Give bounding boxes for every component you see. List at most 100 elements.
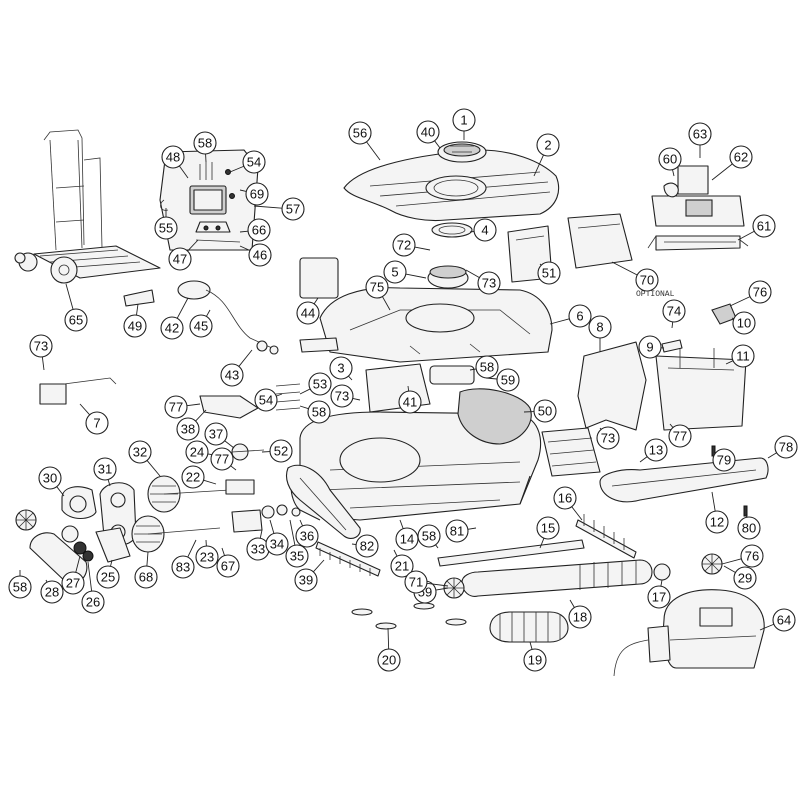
- callout-number: 10: [737, 316, 751, 331]
- callout-37: 37: [204, 422, 235, 449]
- callout-bubble: [733, 566, 757, 590]
- leader-line: [435, 544, 439, 549]
- callout-number: 9: [646, 340, 653, 355]
- callout-number: 73: [335, 389, 349, 404]
- callout-40: 40: [416, 120, 441, 149]
- callout-bubble: [38, 466, 62, 490]
- callout-number: 2: [544, 138, 551, 153]
- callout-number: 83: [176, 560, 190, 575]
- callout-10: 10: [731, 311, 756, 335]
- leader-line: [725, 360, 734, 365]
- callout-bubble: [181, 465, 205, 489]
- leader-line: [539, 538, 545, 549]
- callout-9: 9: [638, 335, 665, 359]
- leader-line: [485, 377, 498, 380]
- filter-panels: [507, 213, 633, 283]
- callout-bubble: [285, 544, 309, 568]
- leader-line: [313, 559, 325, 573]
- callout-47: 47: [168, 239, 199, 271]
- callout-bubble: [242, 150, 266, 174]
- leader-line: [230, 465, 237, 471]
- leader-line: [407, 385, 410, 392]
- callout-bubble: [712, 448, 736, 472]
- callout-bubble: [265, 532, 289, 556]
- callout-bubble: [416, 120, 440, 144]
- callout-number: 33: [251, 542, 265, 557]
- callout-27: 27: [61, 555, 85, 595]
- leader-line: [239, 189, 247, 192]
- leader-line: [187, 539, 197, 558]
- leader-line: [529, 641, 533, 650]
- callout-20: 20: [377, 627, 401, 672]
- callout-number: 29: [738, 571, 752, 586]
- callout-16: 16: [553, 486, 583, 521]
- callout-67: 67: [216, 547, 240, 578]
- callout-number: 65: [69, 313, 83, 328]
- callout-number: 80: [742, 521, 756, 536]
- leader-line: [136, 303, 139, 316]
- callout-bubble: [123, 314, 147, 338]
- callout-2: 2: [533, 133, 560, 177]
- callout-bubble: [248, 243, 272, 267]
- callout-bubble: [568, 304, 592, 328]
- callout-number: 40: [421, 125, 435, 140]
- callout-bubble: [294, 568, 318, 592]
- callout-79: 79: [712, 448, 736, 472]
- callout-number: 3: [337, 361, 344, 376]
- callout-75: 75: [365, 275, 391, 311]
- callout-number: 16: [558, 491, 572, 506]
- callout-65: 65: [64, 283, 88, 332]
- callout-number: 55: [159, 221, 173, 236]
- callout-bubble: [772, 608, 796, 632]
- callout-bubble: [553, 486, 577, 510]
- leader-line: [107, 479, 111, 487]
- callout-bubble: [93, 457, 117, 481]
- callout-61: 61: [737, 214, 776, 241]
- callout-bubble: [536, 516, 560, 540]
- callout-78: 78: [767, 435, 798, 459]
- callout-number: 37: [209, 427, 223, 442]
- callout-bubble: [452, 108, 476, 132]
- callout-bubble: [269, 439, 293, 463]
- callout-bubble: [161, 145, 185, 169]
- callout-bubble: [247, 218, 271, 242]
- leader-line: [238, 349, 253, 367]
- callout-54: 54: [254, 388, 283, 412]
- callout-bubble: [477, 271, 501, 295]
- callout-80: 80: [737, 513, 761, 540]
- leader-line: [737, 230, 755, 241]
- callout-number: 53: [313, 377, 327, 392]
- callout-42: 42: [160, 297, 189, 340]
- callout-bubble: [635, 268, 659, 292]
- callout-bubble: [220, 363, 244, 387]
- callout-bubble: [210, 447, 234, 471]
- callout-number: 32: [133, 445, 147, 460]
- callout-number: 8: [596, 320, 603, 335]
- callout-bubble: [154, 216, 178, 240]
- callout-56: 56: [348, 121, 381, 161]
- callout-number: 54: [259, 393, 273, 408]
- callout-77: 77: [164, 395, 201, 419]
- callout-38: 38: [176, 409, 207, 441]
- callout-55: 55: [154, 208, 178, 240]
- callout-76: 76: [721, 544, 764, 568]
- callout-number: 17: [652, 590, 666, 605]
- bumper-bar: [599, 445, 769, 517]
- leader-line: [729, 296, 751, 307]
- callout-28: 28: [40, 579, 64, 604]
- callout-57: 57: [253, 197, 305, 221]
- callout-3: 3: [329, 356, 353, 381]
- callout-24: 24: [185, 440, 221, 464]
- callout-13: 13: [639, 438, 668, 463]
- callout-21: 21: [390, 549, 414, 578]
- leader-line: [87, 561, 93, 592]
- leader-line: [146, 460, 161, 477]
- leader-line: [56, 486, 65, 497]
- callout-bubble: [537, 261, 561, 285]
- callout-number: 19: [528, 653, 542, 668]
- callout-number: 44: [301, 306, 315, 321]
- callout-number: 81: [450, 524, 464, 539]
- callout-66: 66: [239, 218, 271, 242]
